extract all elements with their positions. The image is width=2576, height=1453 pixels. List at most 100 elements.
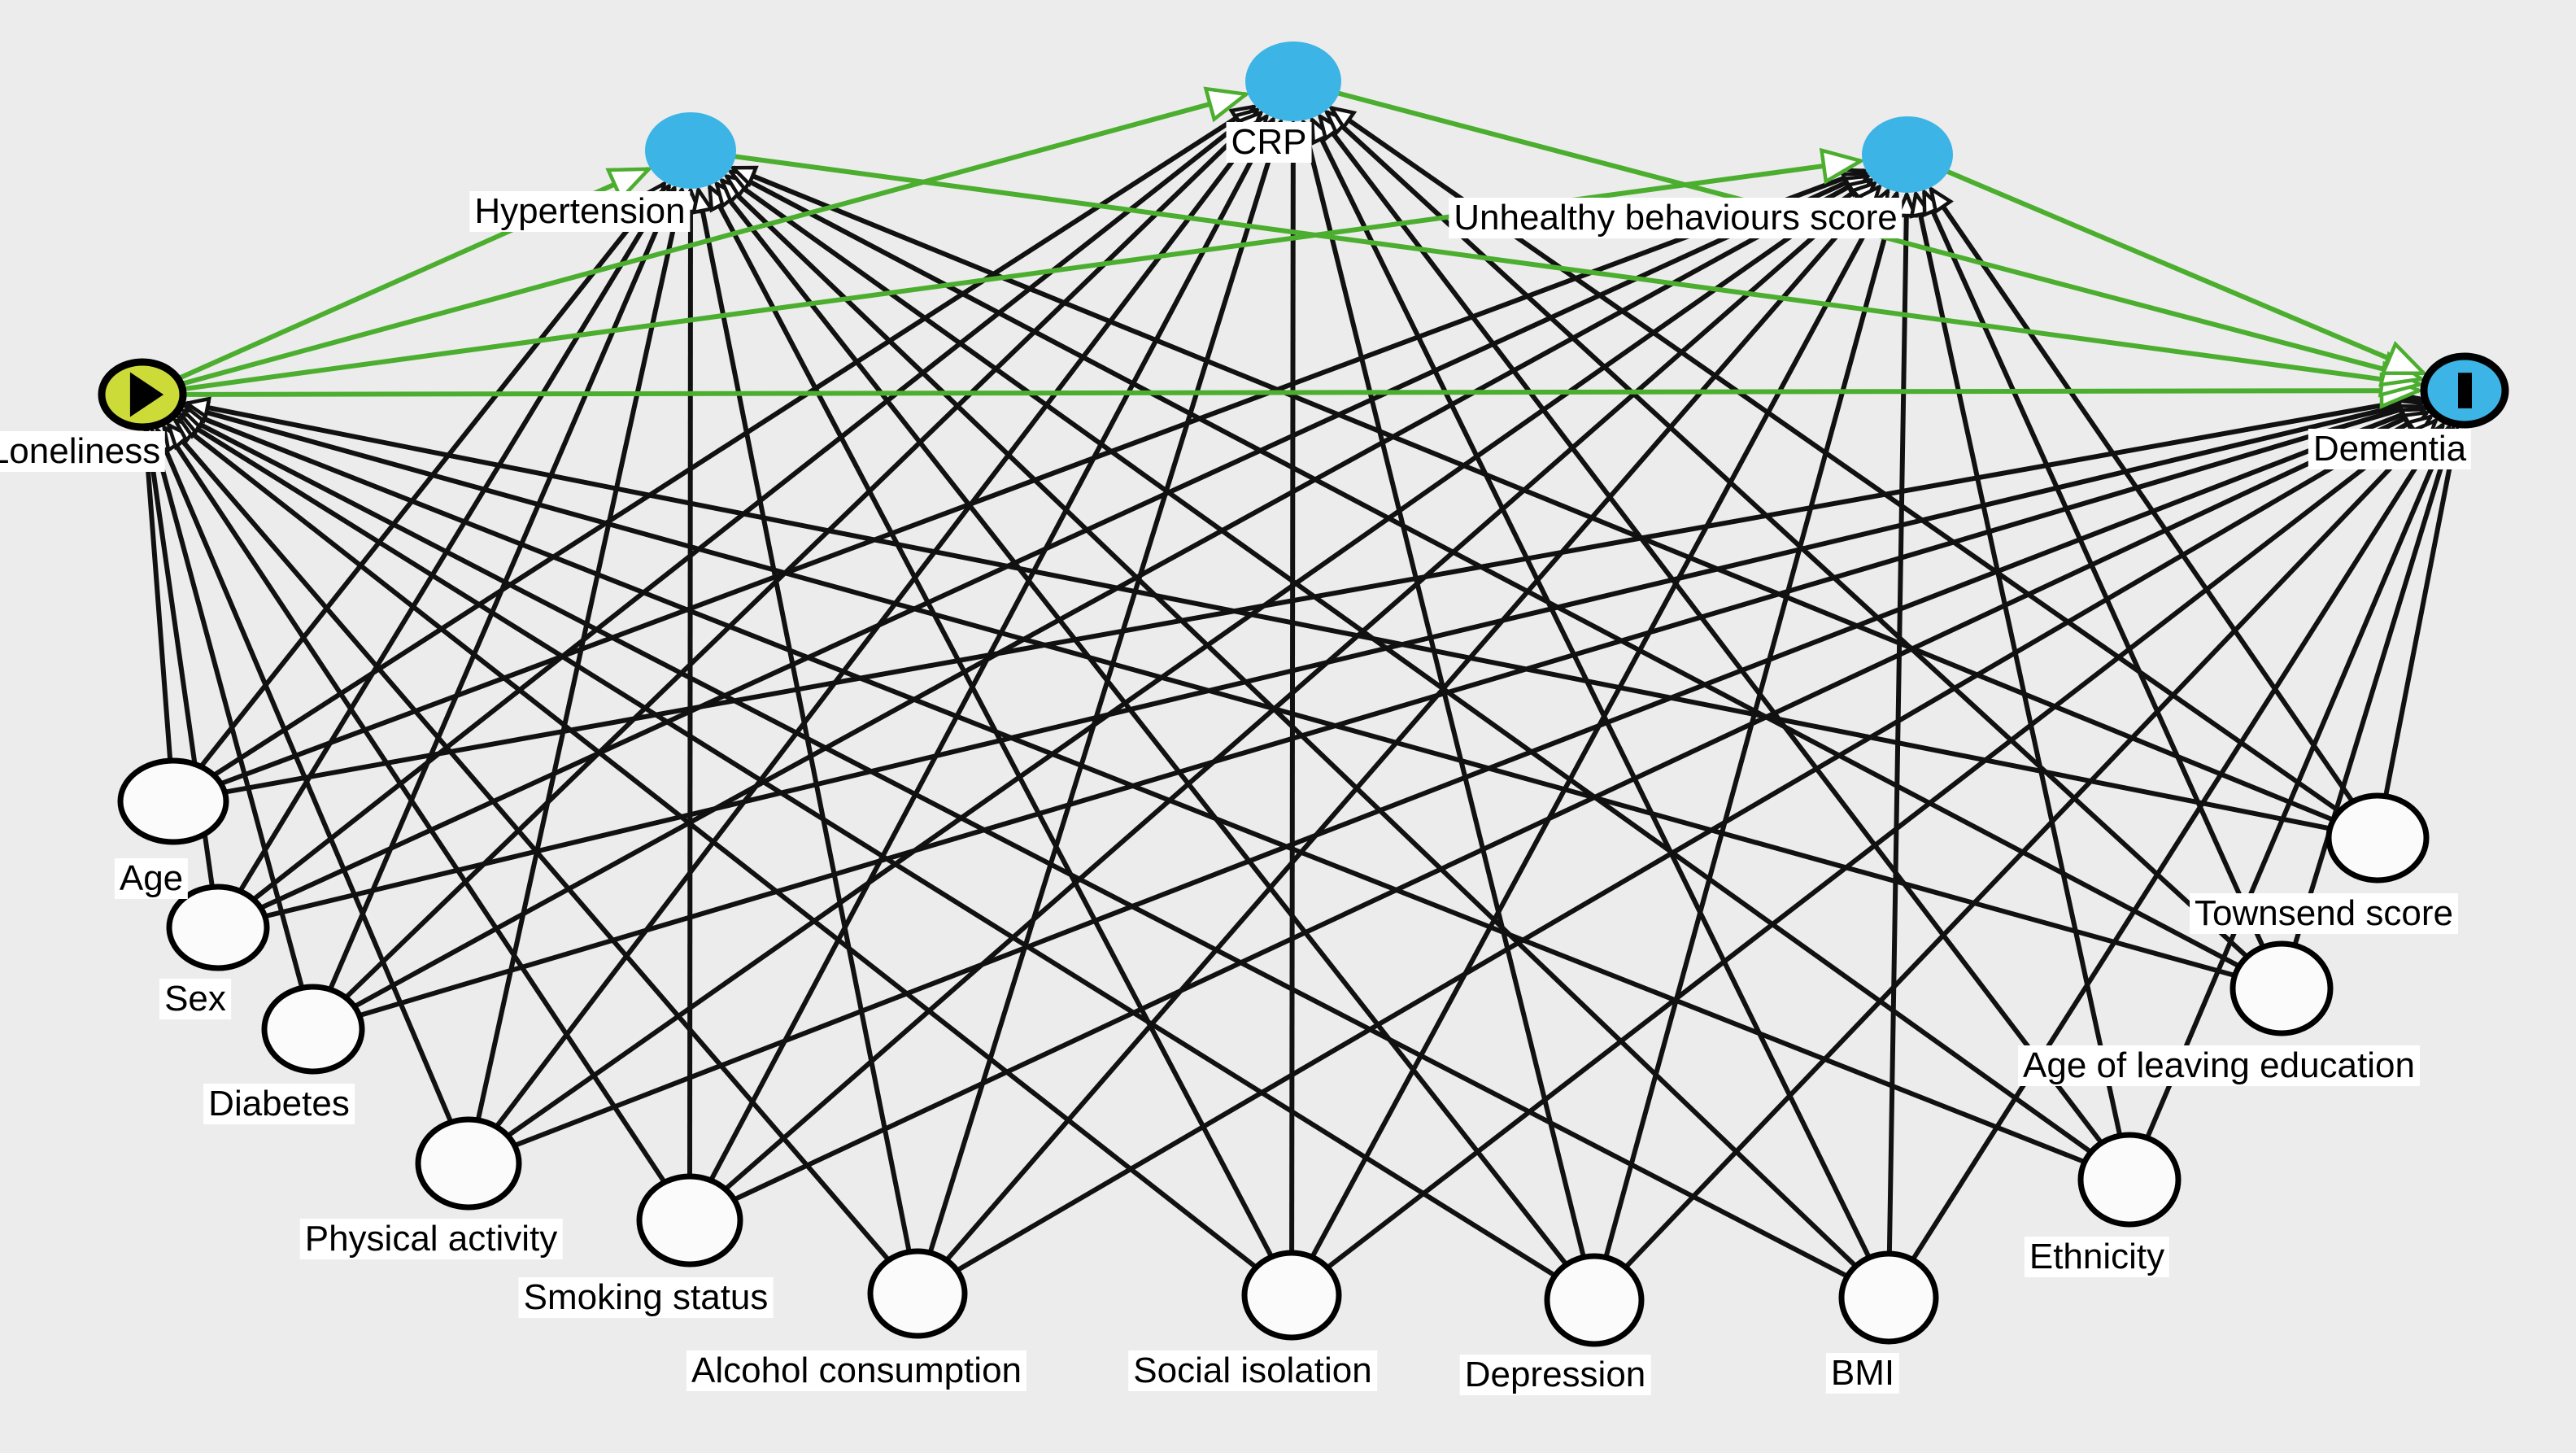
edge-arrowhead: [1819, 147, 1866, 185]
edge-line: [1289, 122, 1296, 1252]
edge-line: [725, 174, 2091, 1154]
dag-node-alcohol_consumption[interactable]: [867, 1248, 968, 1339]
edge-line: [1310, 190, 1890, 1257]
edge-line: [185, 404, 2234, 978]
node-ellipse[interactable]: [645, 112, 736, 189]
node-ellipse[interactable]: [415, 1116, 522, 1211]
edge-line: [253, 107, 1259, 901]
edge-line: [328, 186, 677, 989]
node-label-loneliness: Loneliness: [0, 431, 166, 473]
edge-line: [1325, 110, 2248, 958]
edge-line: [734, 407, 2426, 1202]
edge-line: [181, 91, 1247, 386]
edge-line: [360, 400, 2422, 1018]
dag-node-hypertension[interactable]: [645, 112, 736, 189]
edge-line: [1945, 168, 2425, 376]
edge-arrowhead: [691, 185, 715, 215]
edge-line: [1310, 118, 1871, 1258]
node-label-ethnicity: Ethnicity: [2024, 1237, 2170, 1278]
node-ellipse[interactable]: [2077, 1132, 2182, 1228]
dag-node-depression[interactable]: [1544, 1253, 1645, 1347]
node-ellipse[interactable]: [2229, 940, 2334, 1036]
edge-line: [182, 408, 2085, 1164]
dag-node-physical_activity[interactable]: [415, 1116, 522, 1211]
edge-line: [733, 154, 2421, 387]
edge-arrowhead: [2380, 341, 2429, 375]
edge-line: [355, 174, 1869, 1008]
node-ellipse[interactable]: [867, 1248, 968, 1339]
edge-line: [928, 120, 1284, 1252]
edge-line: [1603, 192, 1899, 1257]
edge-line: [184, 388, 2420, 397]
edge-arrowhead: [1203, 86, 1251, 123]
edge-line: [238, 185, 672, 892]
edge-line: [213, 104, 1256, 777]
edge-line: [729, 169, 2239, 968]
node-ellipse[interactable]: [1241, 1250, 1342, 1341]
node-label-alcohol_consumption: Alcohol consumption: [686, 1350, 1027, 1392]
dag-node-sex[interactable]: [166, 884, 270, 971]
node-label-hypertension: Hypertension: [469, 191, 691, 233]
dag-node-crp[interactable]: [1245, 41, 1341, 121]
dag-node-smoking_status[interactable]: [636, 1173, 743, 1268]
outcome-bar-icon: [2458, 373, 2472, 408]
edge-line: [707, 185, 1274, 1257]
dag-node-bmi[interactable]: [1838, 1250, 1939, 1345]
node-label-social_isolation: Social isolation: [1128, 1350, 1377, 1392]
node-ellipse[interactable]: [117, 757, 229, 845]
node-label-age_of_leaving_education: Age of leaving education: [2018, 1045, 2420, 1087]
dag-node-ethnicity[interactable]: [2077, 1132, 2182, 1228]
node-label-diabetes: Diabetes: [203, 1084, 355, 1125]
edge-line: [1921, 190, 2265, 947]
node-ellipse[interactable]: [2325, 792, 2430, 884]
edge-line: [180, 412, 1847, 1278]
nodes-layer: [98, 41, 2509, 1347]
node-ellipse[interactable]: [261, 984, 365, 1075]
node-ellipse[interactable]: [1838, 1250, 1939, 1345]
node-ellipse[interactable]: [166, 884, 270, 971]
edge-arrowhead: [1928, 185, 1954, 215]
confounding-edges-layer: [135, 103, 2465, 1278]
edge-line: [185, 400, 2330, 831]
dag-node-unhealthy_behaviours_score[interactable]: [1862, 116, 1953, 193]
node-ellipse[interactable]: [1544, 1253, 1645, 1347]
node-label-sex: Sex: [159, 979, 231, 1020]
node-ellipse[interactable]: [1862, 116, 1953, 193]
edge-line: [1929, 187, 2354, 802]
dag-node-dementia[interactable]: [2420, 352, 2509, 429]
causal-path-edges-layer: [178, 86, 2429, 409]
node-label-unhealthy_behaviours_score: Unhealthy behaviours score: [1449, 198, 1903, 239]
edge-line: [1911, 423, 2445, 1260]
edge-line: [1886, 194, 1910, 1253]
node-label-depression: Depression: [1459, 1355, 1651, 1396]
edge-line: [142, 431, 173, 760]
edge-arrowhead: [728, 165, 759, 188]
edge-arrowhead: [1310, 116, 1333, 146]
edge-arrowhead: [1327, 105, 1358, 131]
edge-line: [1327, 414, 2433, 1269]
edge-arrowhead: [181, 396, 211, 420]
node-label-dementia: Dementia: [2308, 429, 2472, 470]
node-ellipse[interactable]: [636, 1173, 743, 1268]
node-ellipse[interactable]: [1245, 41, 1341, 121]
dag-node-diabetes[interactable]: [261, 984, 365, 1075]
dag-node-age[interactable]: [117, 757, 229, 845]
edge-line: [687, 190, 693, 1176]
node-label-age: Age: [114, 858, 189, 900]
dag-node-townsend_score[interactable]: [2325, 792, 2430, 884]
edge-line: [162, 425, 666, 1183]
edge-line: [173, 418, 1257, 1268]
edge-line: [1318, 115, 2103, 1144]
dag-node-age_of_leaving_education[interactable]: [2229, 940, 2334, 1036]
edge-line: [2292, 427, 2456, 945]
dag-node-loneliness[interactable]: [98, 358, 187, 431]
edge-line: [1913, 193, 2122, 1135]
edge-line: [709, 118, 1275, 1180]
edge-line: [345, 111, 1263, 999]
dag-node-social_isolation[interactable]: [1241, 1250, 1342, 1341]
edge-line: [515, 404, 2425, 1148]
node-label-townsend_score: Townsend score: [2190, 893, 2458, 935]
edge-line: [957, 410, 2429, 1272]
edge-line: [265, 398, 2421, 918]
node-label-bmi: BMI: [1825, 1353, 1900, 1394]
